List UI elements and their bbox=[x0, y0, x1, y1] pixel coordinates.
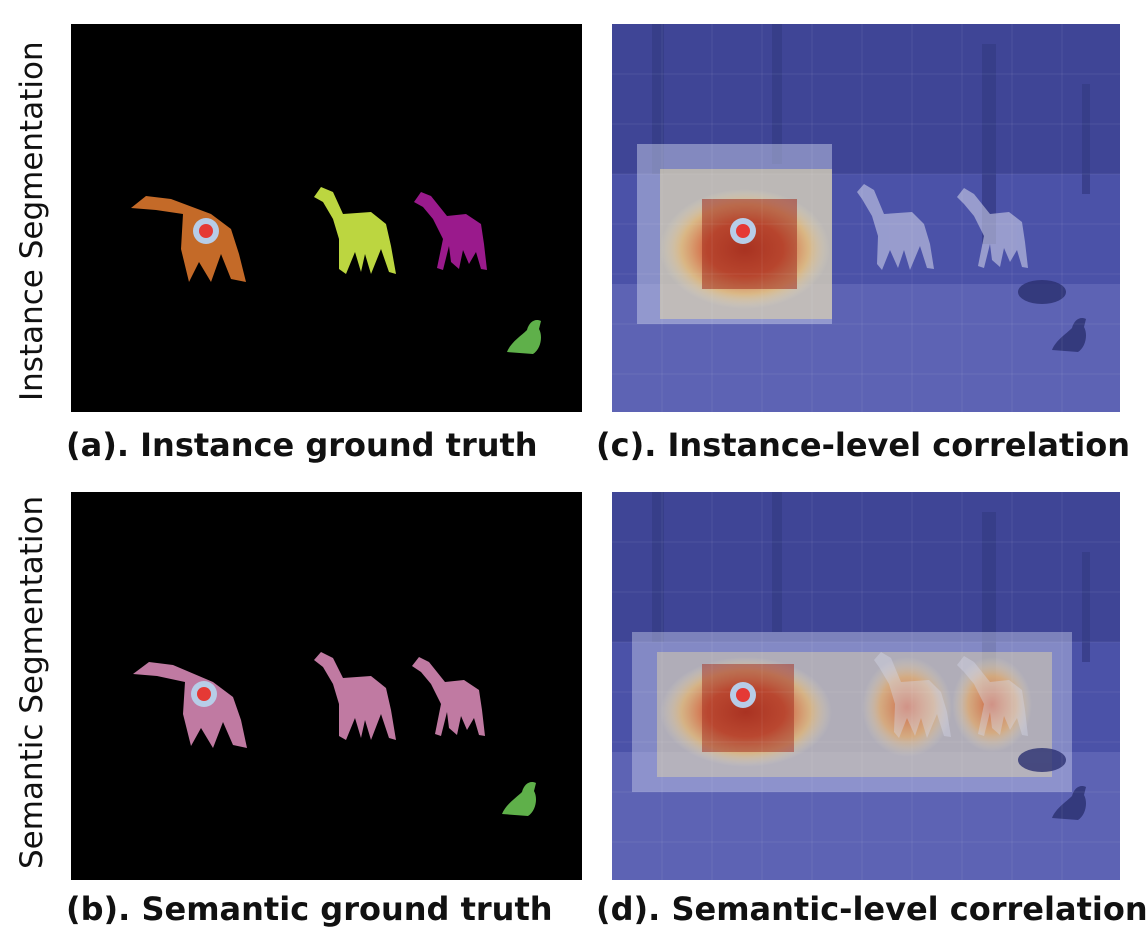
caption-c: (c). Instance-level correlation bbox=[596, 426, 1131, 464]
semantic-mask-image bbox=[71, 492, 582, 880]
semantic-ground-truth-panel bbox=[71, 492, 582, 880]
instance-ground-truth-panel bbox=[71, 24, 582, 412]
caption-b: (b). Semantic ground truth bbox=[66, 890, 553, 928]
instance-giraffe-orange bbox=[131, 196, 246, 282]
instance-mask-image bbox=[71, 24, 582, 412]
caption-d: (d). Semantic-level correlation bbox=[596, 890, 1148, 928]
semantic-heatmap-image bbox=[612, 492, 1120, 880]
semantic-giraffe-1 bbox=[133, 662, 247, 748]
query-point-icon bbox=[199, 224, 213, 238]
row-label-instance: Instance Segmentation bbox=[14, 41, 50, 401]
query-point-icon bbox=[736, 224, 750, 238]
semantic-animal-other bbox=[502, 782, 536, 816]
caption-a: (a). Instance ground truth bbox=[66, 426, 538, 464]
semantic-giraffe-2 bbox=[314, 652, 396, 740]
instance-animal-green bbox=[507, 320, 541, 354]
semantic-giraffe-3 bbox=[412, 657, 485, 736]
instance-heatmap-image bbox=[612, 24, 1120, 412]
instance-giraffe-yellowgreen bbox=[314, 187, 396, 274]
semantic-correlation-panel bbox=[612, 492, 1120, 880]
query-point-icon bbox=[197, 687, 211, 701]
query-point-icon bbox=[736, 688, 750, 702]
row-label-semantic: Semantic Segmentation bbox=[14, 495, 50, 869]
instance-giraffe-purple bbox=[414, 192, 487, 270]
instance-correlation-panel bbox=[612, 24, 1120, 412]
